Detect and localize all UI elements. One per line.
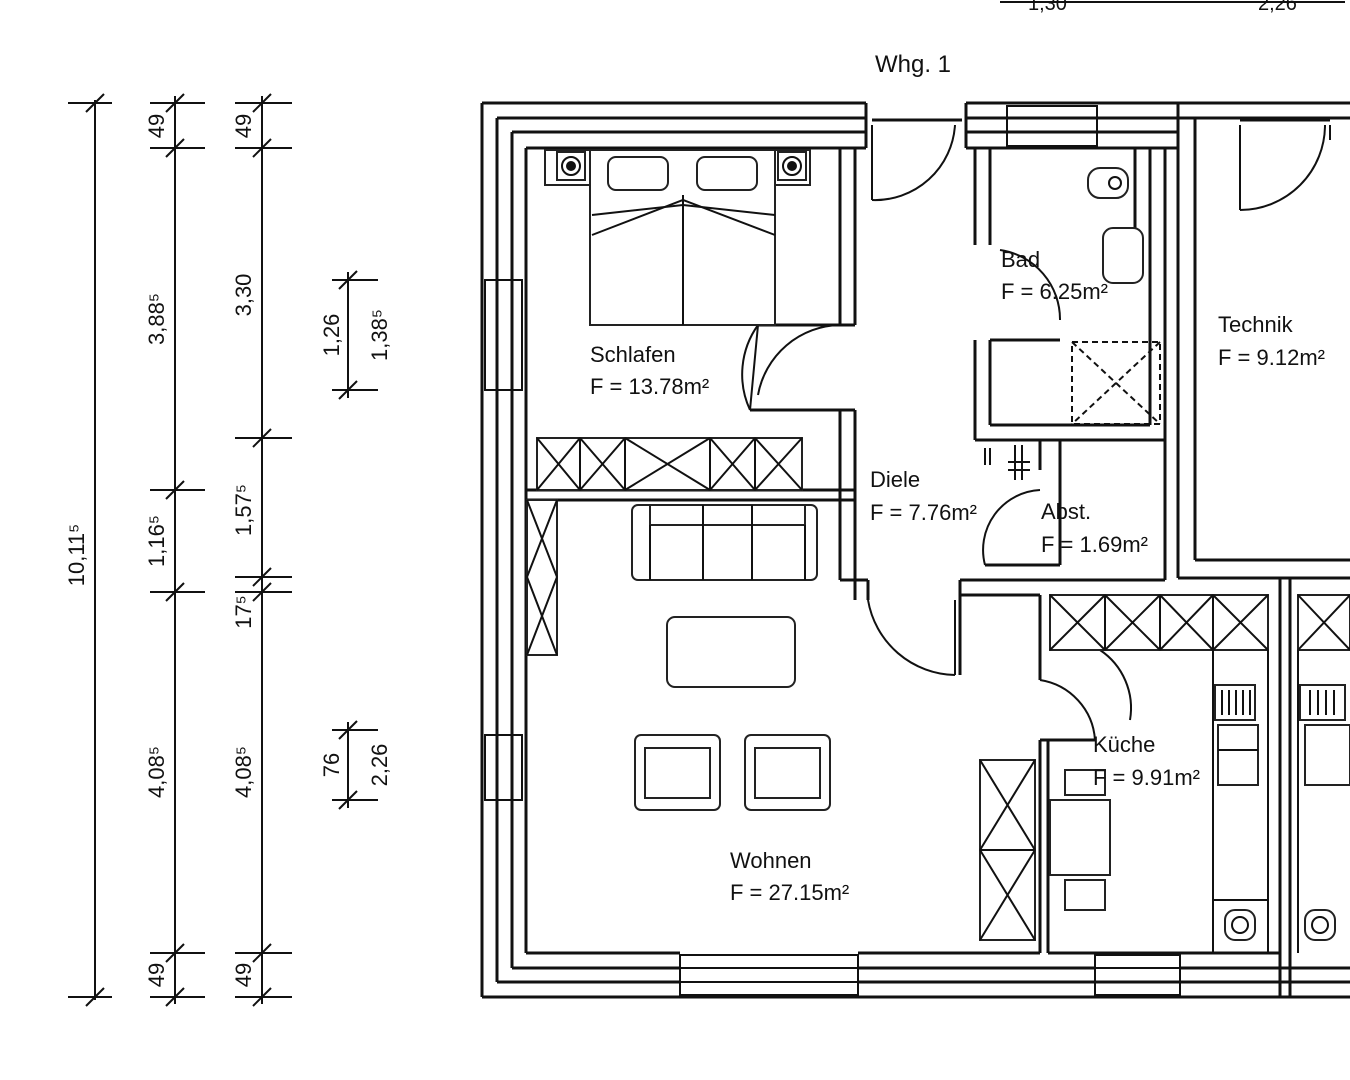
room-name: Diele <box>870 467 920 492</box>
dimension-label: 1,38⁵ <box>367 309 392 361</box>
utility-connections <box>984 445 1030 480</box>
room-area: F = 9.91m² <box>1093 765 1200 790</box>
dimension-chain-total: 10,11⁵ <box>64 93 112 1007</box>
kitchen-cabinets <box>1049 594 1350 651</box>
dining-table <box>1049 769 1111 911</box>
dimension-label: 49 <box>231 114 256 138</box>
room-name: Küche <box>1093 732 1155 757</box>
room-label-abst: Abst. F = 1.69m² <box>1041 499 1148 557</box>
double-bed <box>544 149 811 326</box>
top-dimension-chain: 1,30 2,26 <box>1000 0 1345 15</box>
kitchen-counter <box>1212 650 1350 953</box>
room-area: F = 13.78m² <box>590 374 709 399</box>
dimension-label: 49 <box>144 114 169 138</box>
sofa <box>631 504 818 581</box>
room-label-diele: Diele F = 7.76m² <box>870 467 977 525</box>
top-dim-label: 1,30 <box>1028 0 1067 15</box>
room-label-technik: Technik F = 9.12m² <box>1218 312 1325 370</box>
interior-doors <box>741 118 1331 741</box>
living-cabinet <box>526 499 1036 941</box>
wardrobe <box>536 437 803 491</box>
room-name: Bad <box>1001 247 1040 272</box>
dimension-label: 10,11⁵ <box>64 524 89 587</box>
dimension-label: 2,26 <box>367 744 392 787</box>
dimension-label: 4,08⁵ <box>144 746 169 798</box>
room-label-bad: Bad F = 6.25m² <box>1001 247 1108 304</box>
room-label-schlafen: Schlafen F = 13.78m² <box>590 342 709 399</box>
toilet <box>1087 167 1129 199</box>
room-label-kueche: Küche F = 9.91m² <box>1093 732 1200 790</box>
windows <box>484 105 1181 996</box>
dimension-chain-1: 49 3,88⁵ 1,16⁵ 4,08⁵ 49 <box>144 93 205 1007</box>
entrance-door <box>871 118 962 202</box>
room-area: F = 7.76m² <box>870 500 977 525</box>
dimension-label: 49 <box>144 963 169 987</box>
washbasin <box>1102 227 1144 284</box>
shower-tray <box>1071 341 1161 425</box>
room-area: F = 1.69m² <box>1041 532 1148 557</box>
top-dim-label: 2,26 <box>1258 0 1297 15</box>
room-name: Wohnen <box>730 848 812 873</box>
room-label-wohnen: Wohnen F = 27.15m² <box>730 848 849 905</box>
dimension-label: 1,26 <box>319 314 344 357</box>
room-area: F = 9.12m² <box>1218 345 1325 370</box>
room-area: F = 6.25m² <box>1001 279 1108 304</box>
dimension-label: 1,57⁵ <box>231 484 256 536</box>
armchairs <box>634 734 831 811</box>
dimension-label: 17⁵ <box>231 595 256 629</box>
room-name: Technik <box>1218 312 1294 337</box>
dimension-label: 3,88⁵ <box>144 293 169 345</box>
coffee-table <box>666 616 796 688</box>
dimension-label: 76 <box>319 753 344 777</box>
room-area: F = 27.15m² <box>730 880 849 905</box>
room-name: Abst. <box>1041 499 1091 524</box>
dimension-label: 4,08⁵ <box>231 746 256 798</box>
dimension-label: 3,30 <box>231 274 256 317</box>
window-dimension-1: 1,26 1,38⁵ <box>319 270 392 400</box>
room-name: Schlafen <box>590 342 676 367</box>
window-dimension-2: 76 2,26 <box>319 720 392 810</box>
dimension-label: 49 <box>231 963 256 987</box>
apartment-title: Whg. 1 <box>875 51 951 78</box>
nightstands <box>556 151 807 181</box>
dimension-label: 1,16⁵ <box>144 515 169 567</box>
dimension-chain-2: 49 3,30 1,57⁵ 17⁵ 4,08⁵ 49 <box>231 93 292 1007</box>
